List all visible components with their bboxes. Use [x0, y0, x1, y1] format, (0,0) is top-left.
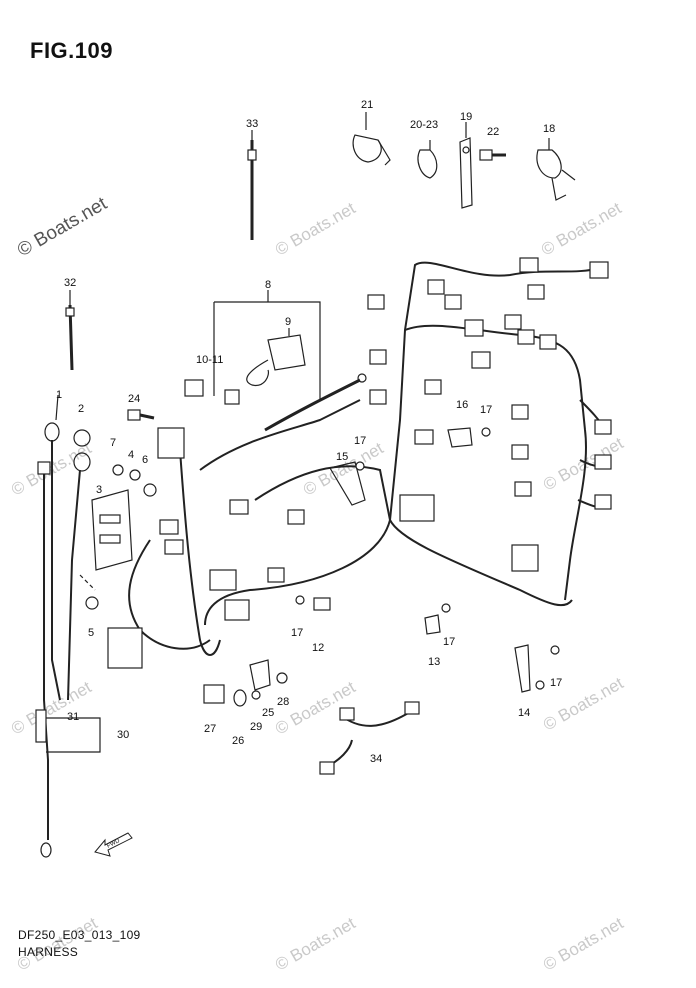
part-sub-harness-34 — [319, 701, 420, 775]
part-nut-5 — [85, 596, 99, 610]
part-bracket-13 — [424, 614, 441, 635]
callout-20-23: 20-23 — [410, 119, 438, 131]
part-washer-4 — [129, 469, 141, 481]
callout-34: 34 — [370, 753, 382, 765]
part-bracket-14 — [514, 644, 545, 693]
part-terminal-2 — [67, 429, 91, 701]
callout-26: 26 — [232, 735, 244, 747]
part-bracket-3 — [91, 489, 133, 571]
part-bracket-16 — [447, 427, 473, 448]
callout-21: 21 — [361, 99, 373, 111]
callout-9: 9 — [285, 316, 291, 328]
ground-cable — [264, 378, 361, 432]
part-bolt-24 — [127, 409, 155, 421]
callout-17: 17 — [291, 627, 303, 639]
callout-5: 5 — [88, 627, 94, 639]
part-grommet-7 — [112, 464, 124, 476]
callout-18: 18 — [543, 123, 555, 135]
part-battery-cable-1 — [37, 422, 61, 858]
callout-33: 33 — [246, 118, 258, 130]
part-bracket-25 — [249, 659, 271, 691]
part-bolt-6 — [143, 483, 157, 497]
callout-13: 13 — [428, 656, 440, 668]
part-bracket-19 — [459, 137, 473, 209]
callout-17: 17 — [550, 677, 562, 689]
leader-bracket-8 — [213, 301, 321, 400]
main-harness — [128, 261, 606, 656]
callout-32: 32 — [64, 277, 76, 289]
part-cable-tie-32 — [65, 304, 75, 371]
callout-30: 30 — [117, 729, 129, 741]
callout-3: 3 — [96, 484, 102, 496]
callout-12: 12 — [312, 642, 324, 654]
callout-22: 22 — [487, 126, 499, 138]
callout-17: 17 — [443, 636, 455, 648]
fwd-arrow-icon: FWD — [94, 832, 133, 857]
callout-1: 1 — [56, 389, 62, 401]
callout-28: 28 — [277, 696, 289, 708]
part-cable-tie-33 — [247, 140, 257, 240]
part-relay-9 — [246, 334, 306, 387]
callout-25: 25 — [262, 707, 274, 719]
footer-name: HARNESS — [18, 945, 79, 959]
callout-29: 29 — [250, 721, 262, 733]
callout-10-11: 10-11 — [196, 354, 223, 366]
part-connector-27 — [203, 684, 225, 704]
part-bolt-22 — [479, 149, 506, 161]
callout-24: 24 — [128, 393, 140, 405]
callout-6: 6 — [142, 454, 148, 466]
figure-title: FIG.109 — [30, 38, 113, 63]
part-screw-28 — [276, 672, 288, 684]
callout-15: 15 — [336, 451, 348, 463]
callout-19: 19 — [460, 111, 472, 123]
callout-8: 8 — [265, 279, 271, 291]
callout-labels: 1 2 3 4 5 6 7 8 9 10-11 12 13 14 15 16 1… — [56, 99, 562, 765]
part-washer-29 — [251, 690, 261, 700]
callout-7: 7 — [110, 437, 116, 449]
callout-4: 4 — [128, 449, 134, 461]
leader-bracket-30 — [46, 717, 101, 753]
connector-group — [107, 257, 612, 669]
callout-17: 17 — [480, 404, 492, 416]
callout-27: 27 — [204, 723, 216, 735]
callout-16: 16 — [456, 399, 468, 411]
part-clamp-18 — [536, 149, 576, 201]
part-fuse-holder-31 — [35, 709, 47, 743]
part-cap-26 — [233, 689, 247, 707]
callout-14: 14 — [518, 707, 530, 719]
part-bracket-12 — [313, 597, 331, 611]
callout-17: 17 — [354, 435, 366, 447]
callout-2: 2 — [78, 403, 84, 415]
footer-code: DF250_E03_013_109 — [18, 928, 141, 942]
part-clip-20-23 — [417, 140, 438, 179]
part-bolt-17 — [295, 427, 560, 655]
part-bracket-15 — [329, 461, 366, 506]
part-clamp-21 — [352, 134, 391, 166]
callout-31: 31 — [67, 711, 79, 723]
leader-line — [55, 394, 59, 421]
